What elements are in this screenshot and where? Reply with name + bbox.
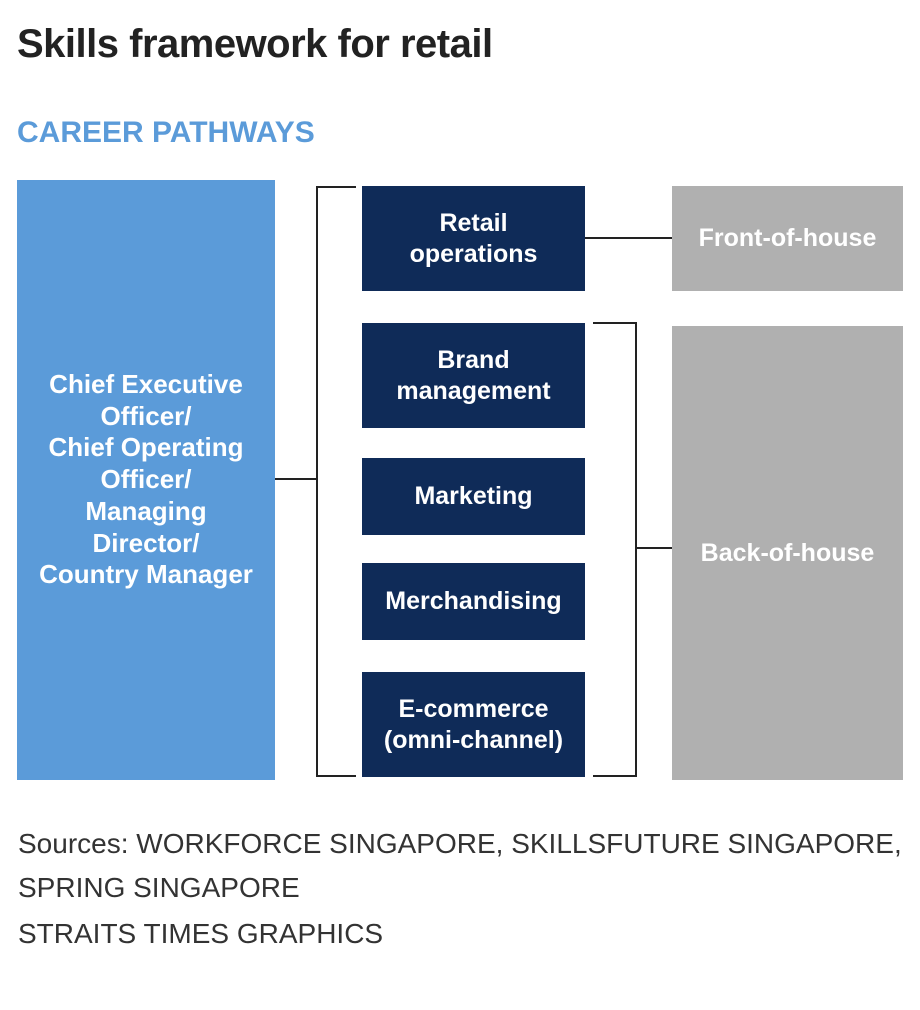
pathway-ecommerce: E-commerce (omni-channel) — [362, 672, 585, 777]
bracket-right — [635, 322, 637, 777]
bracket-left — [316, 186, 318, 777]
section-subtitle: CAREER PATHWAYS — [17, 116, 315, 149]
credit-line: STRAITS TIMES GRAPHICS — [18, 918, 384, 949]
bracket-left-bottom — [316, 775, 356, 777]
back-connector — [635, 547, 672, 549]
pathway-retail-operations: Retail operations — [362, 186, 585, 291]
front-connector — [585, 237, 672, 239]
leadership-box: Chief Executive Officer/ Chief Operating… — [17, 180, 275, 780]
sources-line-1: Sources: WORKFORCE SINGAPORE, SKILLSFUTU… — [18, 828, 902, 859]
pathway-merchandising: Merchandising — [362, 563, 585, 640]
connector-line — [275, 478, 317, 480]
back-of-house-box: Back-of-house — [672, 326, 903, 780]
page-title: Skills framework for retail — [17, 22, 493, 66]
bracket-left-top — [316, 186, 356, 188]
sources-line-2: SPRING SINGAPORE — [18, 872, 300, 903]
pathway-marketing: Marketing — [362, 458, 585, 535]
pathway-brand-management: Brand management — [362, 323, 585, 428]
front-of-house-box: Front-of-house — [672, 186, 903, 291]
bracket-right-bottom — [593, 775, 637, 777]
bracket-right-top — [593, 322, 637, 324]
